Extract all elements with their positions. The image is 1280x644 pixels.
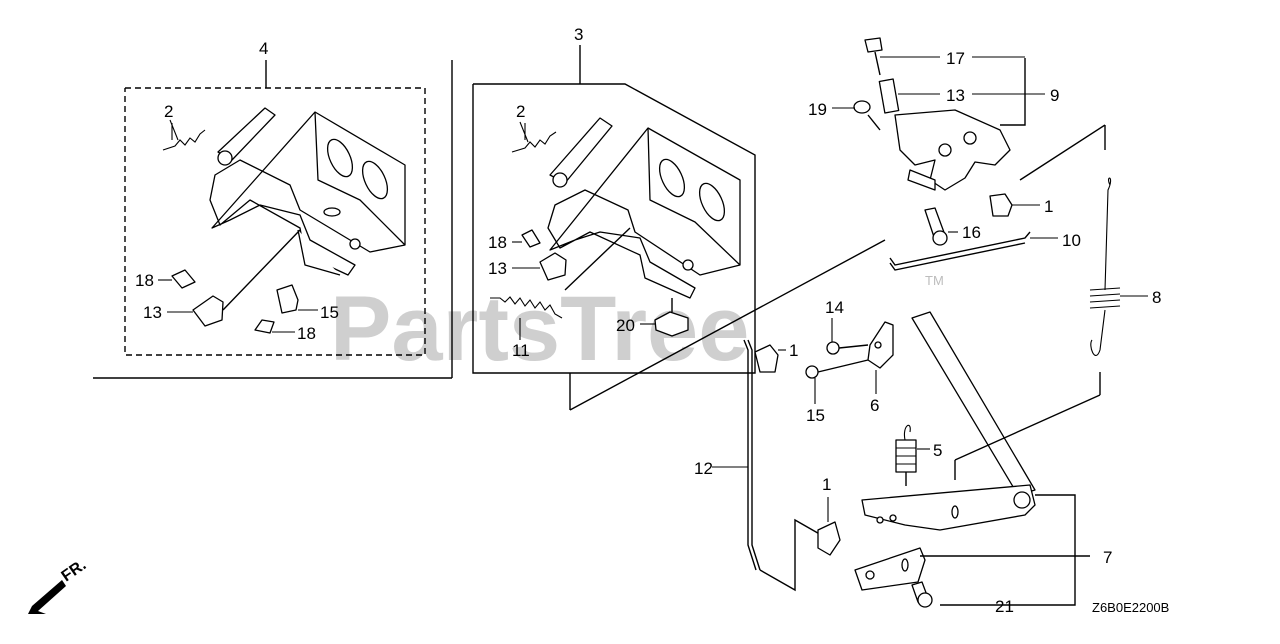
callout-13b: 15 xyxy=(320,303,339,322)
leaders-7-21 xyxy=(920,394,1101,606)
callout-13c: 13 xyxy=(488,259,507,278)
callout-5: 5 xyxy=(933,441,942,460)
callout-9: 8 xyxy=(1152,288,1161,307)
callout-labels: 4 2 18 13 15 18 3 2 18 13 11 20 17 13 9 … xyxy=(135,25,1161,616)
clip-1b xyxy=(754,344,779,373)
callout-3: 3 xyxy=(574,25,583,44)
bolt-15a xyxy=(826,341,869,355)
control-plate-a xyxy=(209,107,406,276)
spring-2b xyxy=(511,121,557,153)
bolt-16 xyxy=(924,207,948,246)
callout-7: 7 xyxy=(1103,548,1112,567)
screw-18c xyxy=(521,229,541,248)
screw-18a xyxy=(171,269,196,289)
callout-10: 9 xyxy=(1050,86,1059,105)
governor-arm-10 xyxy=(894,109,1011,191)
diagram-code: Z6B0E2200B xyxy=(1092,600,1169,615)
callout-1a: 1 xyxy=(1044,197,1053,216)
callout-leaders xyxy=(158,56,1148,522)
rod-11 xyxy=(889,231,1031,271)
callout-2b: 2 xyxy=(516,102,525,121)
plate-7 xyxy=(854,547,926,591)
callout-15b: 15 xyxy=(806,406,825,425)
front-direction-arrow-icon: FR. xyxy=(28,557,89,614)
callout-15a: 14 xyxy=(825,298,844,317)
callout-19: 19 xyxy=(808,100,827,119)
clip-13a xyxy=(192,229,301,327)
callout-20: 20 xyxy=(616,316,635,335)
clip-1a xyxy=(989,193,1013,217)
callout-17: 17 xyxy=(946,49,965,68)
callout-21: 21 xyxy=(995,597,1014,616)
spring-5 xyxy=(895,424,917,486)
spring-14 xyxy=(878,78,900,114)
callout-16: 16 xyxy=(962,223,981,242)
callout-1c: 1 xyxy=(822,475,831,494)
callout-8: 12 xyxy=(694,459,713,478)
direction-label: FR. xyxy=(59,557,90,586)
callout-18c: 18 xyxy=(488,233,507,252)
clip-13c xyxy=(539,227,631,291)
trademark-mark: TM xyxy=(925,273,944,288)
washer-19 xyxy=(853,100,881,131)
callout-2a: 2 xyxy=(164,102,173,121)
clip-13b xyxy=(276,284,299,314)
callout-12: 11 xyxy=(512,341,530,360)
clip-1c xyxy=(817,521,841,556)
bracket-lines-10 xyxy=(1000,58,1106,181)
callout-6: 6 xyxy=(870,396,879,415)
rod-8 xyxy=(743,339,831,592)
spring-12 xyxy=(490,296,563,319)
assembly-3-box xyxy=(472,45,756,374)
bolt-21 xyxy=(911,581,933,608)
callout-18a: 18 xyxy=(135,271,154,290)
nut-20 xyxy=(654,298,689,337)
bolt-17 xyxy=(864,37,883,76)
callout-13a: 13 xyxy=(143,303,162,322)
leader-group3-link xyxy=(569,239,886,411)
callout-11: 10 xyxy=(1062,231,1081,250)
assembly-4-box xyxy=(93,60,453,379)
spring-2a xyxy=(162,119,206,151)
bolt-15b xyxy=(805,359,869,379)
callout-1b: 1 xyxy=(789,341,798,360)
spring-9 xyxy=(1089,177,1121,395)
screw-18b xyxy=(254,319,275,334)
bracket-6 xyxy=(867,321,894,369)
callout-4: 4 xyxy=(259,39,268,58)
control-plate-b xyxy=(547,117,741,299)
callout-14: 13 xyxy=(946,86,965,105)
callout-18b: 18 xyxy=(297,324,316,343)
governor-lever xyxy=(861,311,1036,531)
